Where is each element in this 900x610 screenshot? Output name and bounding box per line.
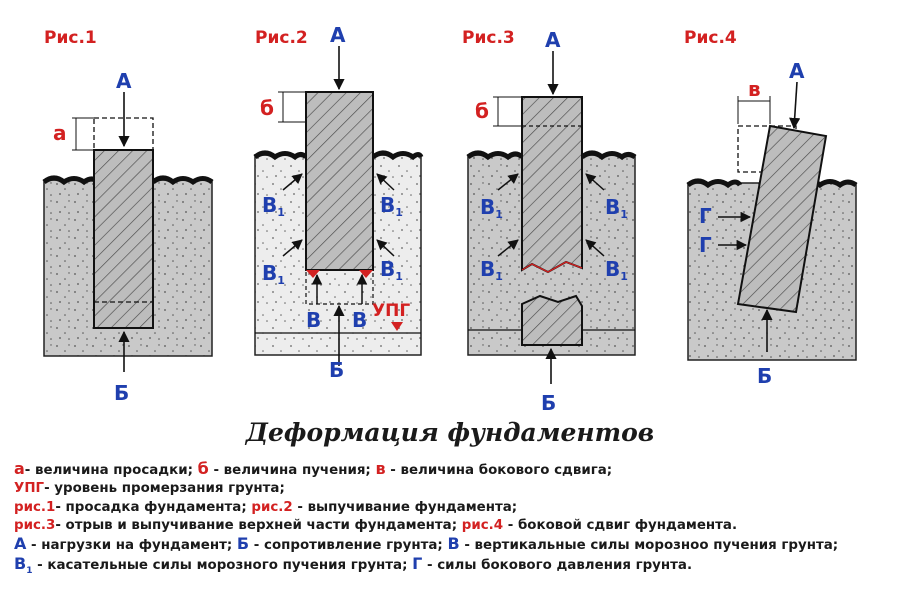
tangential-arrow — [282, 173, 303, 191]
resistance-letter: Б — [114, 381, 129, 405]
legend-line: а- величина просадки; б - величина пучен… — [14, 459, 894, 480]
heave-marker — [359, 270, 373, 278]
legend-key: а — [14, 459, 25, 478]
foundation-body — [305, 91, 374, 271]
topsoil-edge — [466, 150, 637, 161]
foundation-upper-part — [521, 96, 583, 274]
legend-key: рис.4 — [461, 517, 504, 533]
fracture-line — [521, 261, 583, 273]
heave-letter: б — [260, 96, 274, 120]
legend-key: В — [447, 534, 460, 554]
foundation-body — [93, 149, 154, 329]
foundation-deformation-diagram: Рис.1 а А Б Рис.2 б А В1 В1 В1 — [42, 23, 858, 415]
legend: а- величина просадки; б - величина пучен… — [14, 459, 894, 581]
load-arrow — [789, 81, 801, 130]
tangential-letter: В1 — [262, 261, 285, 287]
tangential-letter: В1 — [605, 195, 628, 221]
tangential-arrow — [497, 239, 519, 257]
foundation-lower-part — [521, 294, 583, 346]
tangential-arrow — [376, 173, 395, 191]
legend-text: - нагрузки на фундамент; — [26, 538, 233, 554]
resistance-letter: Б — [329, 358, 344, 382]
load-letter: А — [545, 28, 561, 52]
settlement-letter: а — [53, 121, 67, 145]
tangential-letter: В1 — [380, 193, 403, 219]
figure-2: Рис.2 б А В1 В1 В1 В1 В В УПГ Б — [253, 23, 424, 382]
legend-text: - величина бокового сдвига; — [385, 463, 613, 478]
tangential-arrow — [585, 173, 605, 191]
figure-1-label: Рис.1 — [44, 28, 97, 48]
figure-2-label: Рис.2 — [255, 28, 308, 48]
tangential-letter: В1 — [262, 193, 285, 219]
legend-text: - отрыв и выпучивание верхней части фунд… — [55, 517, 458, 533]
tangential-letter: В1 — [480, 195, 503, 221]
heave-letter: б — [475, 99, 489, 123]
legend-key: рис.1 — [14, 499, 56, 515]
figure-4-label: Рис.4 — [684, 28, 737, 48]
resistance-letter: Б — [541, 391, 556, 415]
figure-3: Рис.3 б А В1 В1 В1 В1 Б — [462, 28, 637, 415]
heave-marker — [306, 270, 320, 278]
legend-text: - величина просадки; — [24, 463, 193, 478]
resistance-letter: Б — [757, 364, 772, 388]
legend-line: рис.1- просадка фундамента; рис.2 - выпу… — [14, 499, 894, 517]
figure-1: Рис.1 а А Б — [42, 28, 214, 405]
legend-key: в — [375, 459, 386, 478]
legend-line: УПГ- уровень промерзания грунта; — [14, 480, 894, 498]
legend-line: рис.3- отрыв и выпучивание верхней части… — [14, 517, 894, 535]
legend-text: - сопротивление грунта; — [249, 538, 443, 554]
load-letter: А — [789, 59, 805, 83]
lateral-letter: Г — [699, 233, 712, 257]
freeze-level-marker — [391, 322, 403, 331]
legend-text: - силы бокового давления грунта. — [422, 558, 693, 574]
foundation-body-tilted — [736, 124, 828, 314]
diagram-title: Деформация фундаментов — [245, 418, 655, 447]
legend-text: - величина пучения; — [208, 463, 371, 478]
legend-text: - уровень промерзания грунта; — [44, 481, 285, 497]
legend-text: - просадка фундамента; — [55, 499, 247, 515]
figure-3-label: Рис.3 — [462, 28, 515, 48]
legend-text: - боковой сдвиг фундамента. — [503, 517, 738, 533]
load-letter: А — [330, 23, 346, 47]
legend-key: Г — [412, 554, 423, 574]
original-position-outline — [93, 117, 154, 151]
legend-line: В1 - касательные силы морозного пучения … — [14, 555, 894, 580]
legend-key: б — [197, 459, 209, 478]
legend-line: А - нагрузки на фундамент; Б - сопротивл… — [14, 535, 894, 555]
tangential-letter: В1 — [480, 257, 503, 283]
legend-key: рис.2 — [251, 499, 293, 515]
legend-key: А — [14, 534, 27, 554]
tangential-arrow — [497, 173, 519, 191]
load-letter: А — [116, 69, 132, 93]
tangential-arrow — [282, 239, 303, 257]
original-base-outline — [305, 269, 374, 305]
legend-key: УПГ — [14, 481, 45, 497]
lateral-letter: Г — [699, 204, 712, 228]
legend-key: В1 — [14, 554, 33, 577]
tangential-arrow — [585, 239, 605, 257]
topsoil-edge — [253, 150, 424, 161]
shift-letter: в — [748, 77, 761, 101]
legend-key: Б — [236, 534, 250, 554]
legend-text: - выпучивание фундамента; — [292, 499, 518, 515]
topsoil-edge — [42, 175, 214, 186]
tangential-letter: В1 — [380, 257, 403, 283]
freeze-level-letter: УПГ — [372, 301, 410, 321]
vertical-heave-letter: В — [352, 308, 367, 332]
vertical-heave-letter: В — [306, 308, 321, 332]
figure-4: Рис.4 в А Г Г Б — [684, 28, 858, 388]
legend-key: рис.3 — [14, 517, 56, 533]
tangential-arrow — [376, 239, 395, 257]
legend-text: - вертикальные силы морозноо пучения гру… — [459, 538, 839, 554]
tangential-letter: В1 — [605, 257, 628, 283]
legend-text: - касательные силы морозного пучения гру… — [32, 558, 408, 574]
